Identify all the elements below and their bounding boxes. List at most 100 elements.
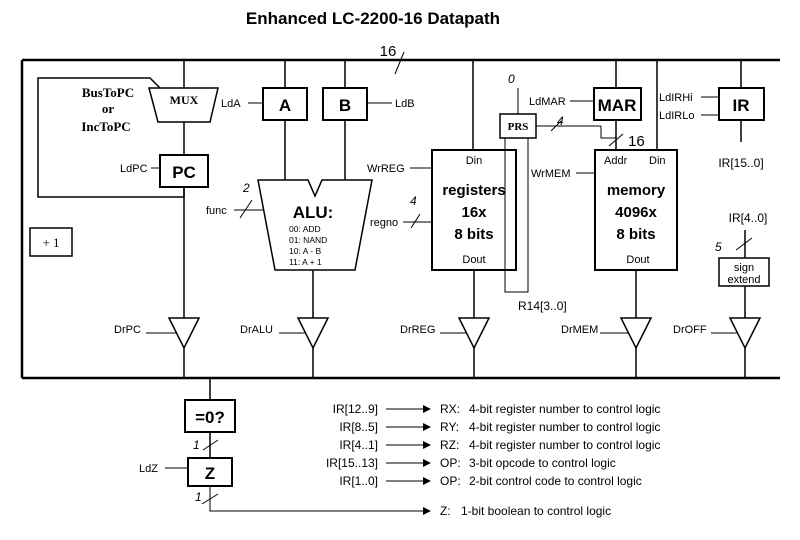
alu-op-1: 01: NAND <box>289 235 327 245</box>
ir-imm-label: IR[4..0] <box>729 211 768 225</box>
pc-label: PC <box>172 163 196 182</box>
regno-width: 4 <box>410 194 417 208</box>
control-output-desc: 3-bit opcode to control logic <box>469 456 616 470</box>
regfile-dout: Dout <box>462 254 485 266</box>
ldz-label: LdZ <box>139 463 158 475</box>
pc-mux-input-label-1: BusToPC <box>82 85 134 100</box>
control-output-src: IR[15..13] <box>326 456 378 470</box>
register-b-label: B <box>339 96 351 115</box>
ir-out-label: IR[15..0] <box>718 156 763 170</box>
z-register-label: Z <box>205 464 215 483</box>
ir-section: IR LdIRHi LdIRLo IR[15..0] IR[4..0] 5 si… <box>659 60 770 318</box>
control-output-dst: OP: <box>440 456 461 470</box>
wrreg-label: WrREG <box>367 163 405 175</box>
sign-extend-line2: extend <box>727 274 760 286</box>
alu-op-2: 10: A - B <box>289 246 321 256</box>
incrementer-label: + 1 <box>42 235 59 250</box>
diagram-title: Enhanced LC-2200-16 Datapath <box>246 9 500 28</box>
prs-to-mar-width: 4 <box>557 114 564 128</box>
control-output-dst: RY: <box>440 420 459 434</box>
zero-in-width: 1 <box>193 438 200 452</box>
prs-label: PRS <box>508 121 529 133</box>
memory-dout: Dout <box>626 254 649 266</box>
control-outputs: IR[12..9] RX: 4-bit register number to con… <box>326 402 660 488</box>
pc-mux <box>148 87 219 123</box>
drmem-label: DrMEM <box>561 324 598 336</box>
alu-func-width: 2 <box>242 181 250 195</box>
bus-width-label: 16 <box>380 43 397 60</box>
z-output-dst: Z: <box>440 504 451 518</box>
drpc-label: DrPC <box>114 324 141 336</box>
memory-din: Din <box>649 155 666 167</box>
prs-sel-width: 0 <box>508 72 515 86</box>
ir-imm-width: 5 <box>715 240 722 254</box>
zero-test <box>184 399 236 433</box>
pc-mux-input-label-2: or <box>102 101 115 116</box>
regfile-line2: 16x <box>461 204 487 221</box>
alu-func-label: func <box>206 205 227 217</box>
drpc-driver <box>167 317 201 350</box>
drmem-driver <box>619 317 653 350</box>
ir-register <box>718 87 765 121</box>
regfile-line3: 8 bits <box>454 226 493 243</box>
control-output-src: IR[8..5] <box>339 420 378 434</box>
mar-label: MAR <box>598 96 637 115</box>
regfile-line1: registers <box>442 182 505 199</box>
memory-section: PRS 0 R14[3..0] 4 MAR LdMAR 16 Addr Din … <box>499 60 678 318</box>
memory-line1: memory <box>607 182 666 199</box>
droff-driver <box>728 317 762 350</box>
sign-extend-unit <box>718 257 770 287</box>
alu <box>257 179 373 271</box>
sign-extend-line1: sign <box>734 262 754 274</box>
pc-section: BusToPC or IncToPC MUX PC LdPC + 1 <box>29 60 219 318</box>
mar-width: 16 <box>628 133 645 150</box>
wrmem-label: WrMEM <box>531 168 571 180</box>
control-output-dst: RZ: <box>440 438 459 452</box>
control-output-desc: 2-bit control code to control logic <box>469 474 642 488</box>
pc-mux-label: MUX <box>170 93 199 107</box>
ldpc-label: LdPC <box>120 163 148 175</box>
control-output-desc: 4-bit register number to control logic <box>469 402 660 416</box>
pc-incrementer <box>29 227 73 257</box>
control-output-src: IR[4..1] <box>339 438 378 452</box>
droff-label: DrOFF <box>673 324 707 336</box>
z-output-desc: 1-bit boolean to control logic <box>461 504 611 518</box>
regno-label: regno <box>370 217 398 229</box>
dralu-driver <box>296 317 330 350</box>
control-output-dst: OP: <box>440 474 461 488</box>
alu-section: A B LdA LdB ALU: 00: ADD 01: NAND 10: A … <box>206 60 415 318</box>
memory-block <box>594 149 678 271</box>
alu-op-3: 11: A + 1 <box>289 257 322 267</box>
mar-register <box>593 87 642 121</box>
zero-test-label: =0? <box>195 408 225 427</box>
control-output-desc: 4-bit register number to control logic <box>469 420 660 434</box>
z-register <box>187 457 233 487</box>
bus-drivers <box>146 317 762 378</box>
control-output-dst: RX: <box>440 402 460 416</box>
dralu-label: DrALU <box>240 324 273 336</box>
memory-addr: Addr <box>604 155 628 167</box>
zero-section: =0? 1 Z LdZ 1 <box>139 378 431 515</box>
control-output-src: IR[12..9] <box>333 402 378 416</box>
control-output-src: IR[1..0] <box>339 474 378 488</box>
memory-line2: 4096x <box>615 204 657 221</box>
drreg-label: DrREG <box>400 324 435 336</box>
register-a-label: A <box>279 96 291 115</box>
register-file <box>431 149 517 271</box>
regfile-din: Din <box>466 155 483 167</box>
memory-line3: 8 bits <box>616 226 655 243</box>
drreg-driver <box>457 317 491 350</box>
ldirlo-label: LdIRLo <box>659 110 694 122</box>
r14-label: R14[3..0] <box>518 299 567 313</box>
lda-label: LdA <box>221 98 241 110</box>
alu-op-0: 00: ADD <box>289 224 321 234</box>
register-file-section: Din registers 16x 8 bits Dout WrREG regn… <box>367 60 517 318</box>
pc-register <box>159 154 209 188</box>
alu-label: ALU: <box>293 203 334 222</box>
ldirhi-label: LdIRHi <box>659 92 693 104</box>
ldmar-label: LdMAR <box>529 96 566 108</box>
ldb-label: LdB <box>395 98 415 110</box>
ir-label: IR <box>733 96 750 115</box>
